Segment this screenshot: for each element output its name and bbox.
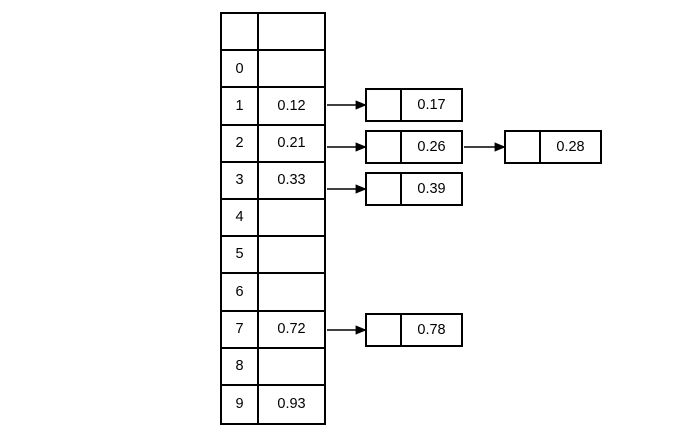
table-row: 0 (222, 51, 324, 89)
chain-node-028: 0.28 (504, 130, 602, 164)
bucket-value-cell: 0.72 (277, 320, 306, 337)
bucket-value-cell (259, 274, 324, 309)
bucket-index-cell: 3 (222, 162, 259, 198)
node-pointer-cell (367, 132, 402, 162)
node-pointer-cell (367, 174, 402, 204)
chain-node-039: 0.39 (365, 172, 463, 206)
bucket-value-cell: 0.33 (277, 172, 306, 189)
table-row (222, 14, 324, 52)
node-pointer-cell (367, 315, 402, 345)
bucket-value-cell (259, 237, 324, 272)
hash-table: 0 1 0.12 2 0.21 3 0.33 4 5 6 7 (220, 12, 326, 426)
node-pointer-cell (367, 90, 402, 120)
bucket-value-cell: 0.93 (277, 396, 306, 413)
bucket-index-cell: 5 (222, 237, 259, 273)
table-row: 6 (222, 274, 324, 312)
table-row: 8 (222, 348, 324, 386)
bucket-index-cell: 2 (222, 125, 259, 161)
table-row: 5 (222, 237, 324, 275)
bucket-value-cell (259, 349, 324, 384)
bucket-value-cell: 0.12 (277, 97, 306, 114)
chain-node-026: 0.26 (365, 130, 463, 164)
node-pointer-cell (506, 132, 541, 162)
node-value-cell: 0.17 (417, 96, 446, 113)
bucket-index-cell: 6 (222, 274, 259, 310)
node-value-cell: 0.28 (556, 138, 585, 155)
chain-node-078: 0.78 (365, 313, 463, 347)
bucket-index-cell: 0 (222, 51, 259, 87)
table-row: 9 0.93 (222, 385, 324, 424)
table-row: 4 (222, 199, 324, 238)
table-row: 3 0.33 (222, 162, 324, 200)
bucket-index-cell: 8 (222, 348, 259, 384)
bucket-index-cell: 1 (222, 88, 259, 124)
node-value-cell: 0.78 (417, 321, 446, 338)
bucket-index-cell: 4 (222, 199, 259, 236)
node-value-cell: 0.26 (417, 138, 446, 155)
table-row: 2 0.21 (222, 125, 324, 163)
table-row: 7 0.72 (222, 311, 324, 349)
bucket-value-cell: 0.21 (277, 134, 306, 151)
node-value-cell: 0.39 (417, 180, 446, 197)
bucket-value-cell (259, 14, 324, 49)
chain-node-017: 0.17 (365, 88, 463, 122)
bucket-index-cell: 9 (222, 385, 259, 424)
table-row: 1 0.12 (222, 88, 324, 126)
bucket-index-cell (222, 14, 259, 50)
bucket-index-cell: 7 (222, 311, 259, 347)
bucket-value-cell (259, 51, 324, 86)
bucket-value-cell (259, 200, 324, 235)
